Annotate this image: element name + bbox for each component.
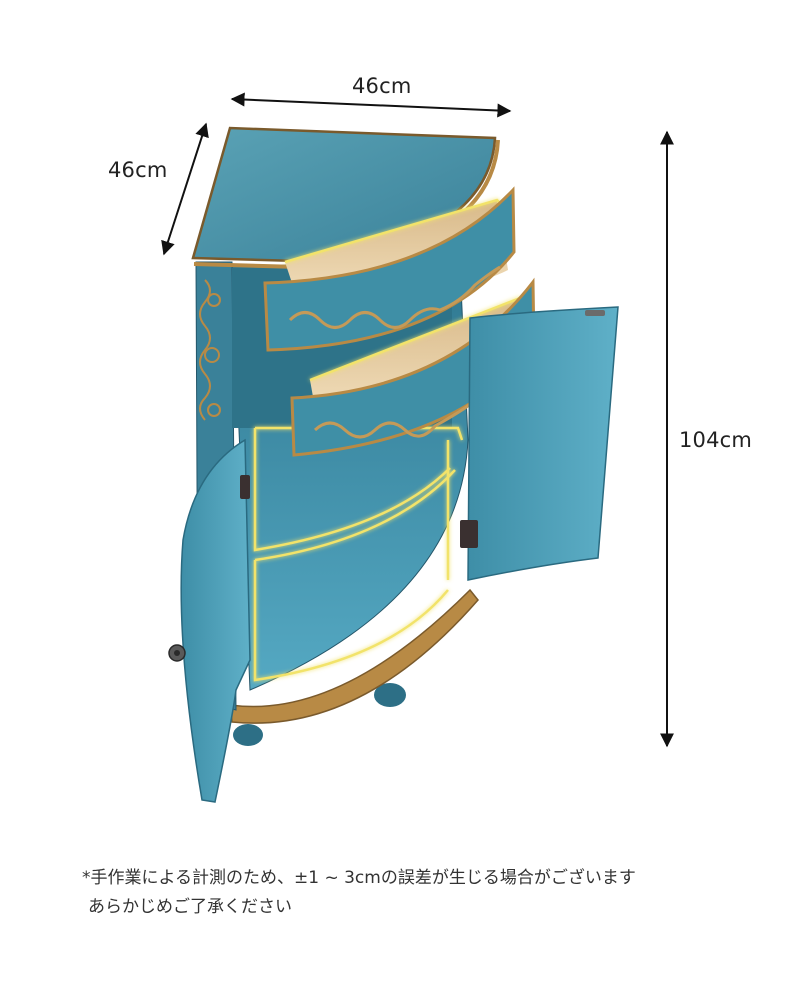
measurement-note-line-2: あらかじめご了承ください xyxy=(88,897,292,917)
door-hinge-icon xyxy=(240,475,250,499)
cabinet-feet xyxy=(233,683,406,746)
cabinet-base xyxy=(229,588,479,724)
side-carving xyxy=(199,279,221,421)
upper-drawer xyxy=(263,186,516,352)
measurement-note-line-1: *手作業による計測のため、±1 ~ 3cmの誤差が生じる場合がございます xyxy=(82,868,636,888)
depth-dimension-label: 46cm xyxy=(108,158,168,182)
height-dimension-label: 104cm xyxy=(679,428,753,452)
left-door xyxy=(180,438,251,803)
width-arrow-icon xyxy=(230,92,512,118)
width-dimension-label: 46cm xyxy=(352,74,412,98)
keyhole-knob-icon xyxy=(168,644,186,662)
door-latch-icon xyxy=(585,310,605,316)
depth-arrow-icon xyxy=(161,122,209,256)
door-hinge-icon xyxy=(460,520,478,548)
measurement-note: *手作業による計測のため、±1 ~ 3cmの誤差が生じる場合がございます あらか… xyxy=(82,864,762,922)
right-door xyxy=(467,306,619,581)
